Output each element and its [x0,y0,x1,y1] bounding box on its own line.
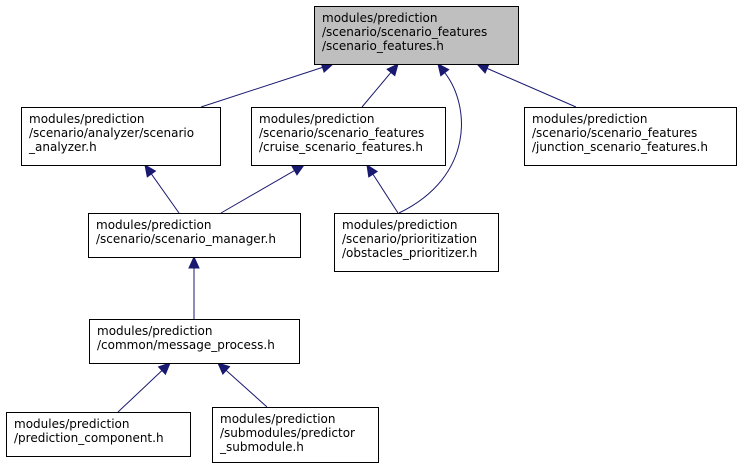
arrowhead-junction_scenario_features-to-scenario_features [475,63,490,74]
edge-scenario_manager-to-scenario_analyzer [150,173,180,214]
edge-predictor_submodule-to-message_process [225,369,268,408]
node-box-junction_scenario_features [524,107,737,166]
node-prediction_component[interactable]: modules/prediction/prediction_component.… [6,412,191,457]
node-label-line: /scenario/analyzer/scenario [29,126,194,140]
node-label-line: /junction_scenario_features.h [532,140,708,154]
node-label-line: modules/prediction [96,218,211,232]
node-cruise_scenario_features[interactable]: modules/prediction/scenario/scenario_fea… [251,107,446,166]
node-predictor_submodule[interactable]: modules/prediction/submodules/predictor_… [212,407,379,463]
node-box-obstacles_prioritizer [334,213,499,272]
arrowhead-obstacles_prioritizer-to-cruise_scenario_features [366,163,379,178]
node-box-scenario_manager [88,213,301,258]
node-box-predictor_submodule [212,407,379,463]
node-label-line: /scenario/scenario_features [532,126,697,140]
node-obstacles_prioritizer[interactable]: modules/prediction/scenario/prioritizati… [334,213,499,272]
node-message_process[interactable]: modules/prediction/common/message_proces… [89,319,300,364]
node-label-line: /obstacles_prioritizer.h [342,246,477,260]
node-label-line: /scenario/prioritization [342,232,477,246]
node-label-line: /common/message_process.h [97,338,275,352]
arrowhead-prediction_component-to-message_process [157,362,171,376]
node-label-line: modules/prediction [532,112,647,126]
edge-prediction_component-to-message_process [117,370,163,413]
node-label-line: /scenario_features.h [322,39,444,53]
node-box-message_process [89,319,300,364]
node-junction_scenario_features[interactable]: modules/prediction/scenario/scenario_fea… [524,107,737,166]
edge-junction_scenario_features-to-scenario_features [486,67,577,108]
node-label-line: _submodule.h [219,440,304,454]
edge-obstacles_prioritizer-to-cruise_scenario_features [372,173,399,214]
node-label-line: _analyzer.h [28,140,97,154]
arrowhead-obstacles_prioritizer-to-scenario_features [437,63,450,77]
edge-scenario_manager-to-cruise_scenario_features [220,170,295,214]
node-scenario_features[interactable]: modules/prediction/scenario/scenario_fea… [314,6,519,65]
node-label-line: /scenario/scenario_features [322,25,487,39]
arrowhead-predictor_submodule-to-message_process [217,362,231,375]
arrowhead-scenario_manager-to-cruise_scenario_features [291,164,306,176]
edge-obstacles_prioritizer-to-scenario_features [398,72,462,214]
edge-cruise_scenario_features-to-scenario_features [361,72,392,108]
node-label-line: modules/prediction [342,218,457,232]
node-label-line: /scenario/scenario_manager.h [96,232,276,246]
node-label-line: /prediction_component.h [14,431,164,445]
node-label-line: /submodules/predictor [220,426,355,440]
node-label-line: modules/prediction [259,112,374,126]
node-label-line: modules/prediction [14,417,129,431]
arrowhead-cruise_scenario_features-to-scenario_features [386,63,399,77]
node-label-line: modules/prediction [97,324,212,338]
node-box-cruise_scenario_features [251,107,446,166]
node-box-prediction_component [6,412,191,457]
node-label-line: /cruise_scenario_features.h [259,140,423,154]
node-scenario_manager[interactable]: modules/prediction/scenario/scenario_man… [88,213,301,258]
edge-scenario_analyzer-to-scenario_features [200,66,323,108]
node-label-line: modules/prediction [29,112,144,126]
node-label-line: modules/prediction [220,412,335,426]
arrowhead-scenario_manager-to-scenario_analyzer [144,164,157,178]
node-label-line: modules/prediction [322,11,437,25]
node-box-scenario_features [314,6,519,65]
node-label-line: /scenario/scenario_features [259,126,424,140]
node-scenario_analyzer[interactable]: modules/prediction/scenario/analyzer/sce… [21,107,221,166]
node-box-scenario_analyzer [21,107,221,166]
arrowhead-message_process-to-scenario_manager [188,255,200,269]
